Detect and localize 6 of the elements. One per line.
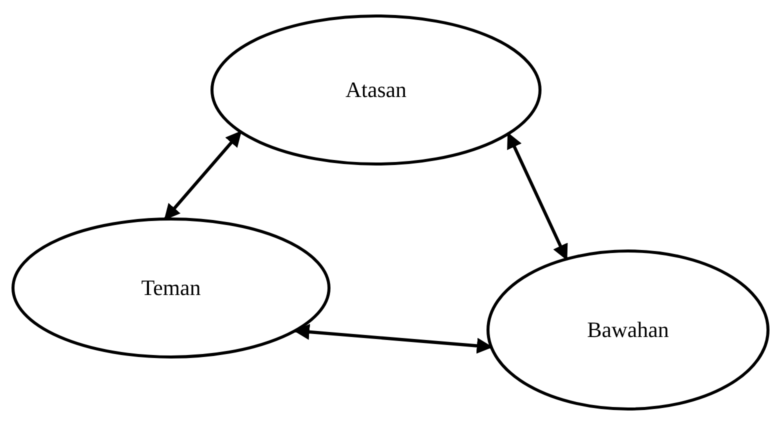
node-label: Bawahan: [586, 317, 670, 343]
double-arrow: [164, 130, 242, 220]
node-label: Teman: [140, 275, 202, 301]
double-arrow: [293, 324, 493, 354]
node-label: Atasan: [344, 77, 408, 103]
double-arrow: [506, 132, 568, 260]
